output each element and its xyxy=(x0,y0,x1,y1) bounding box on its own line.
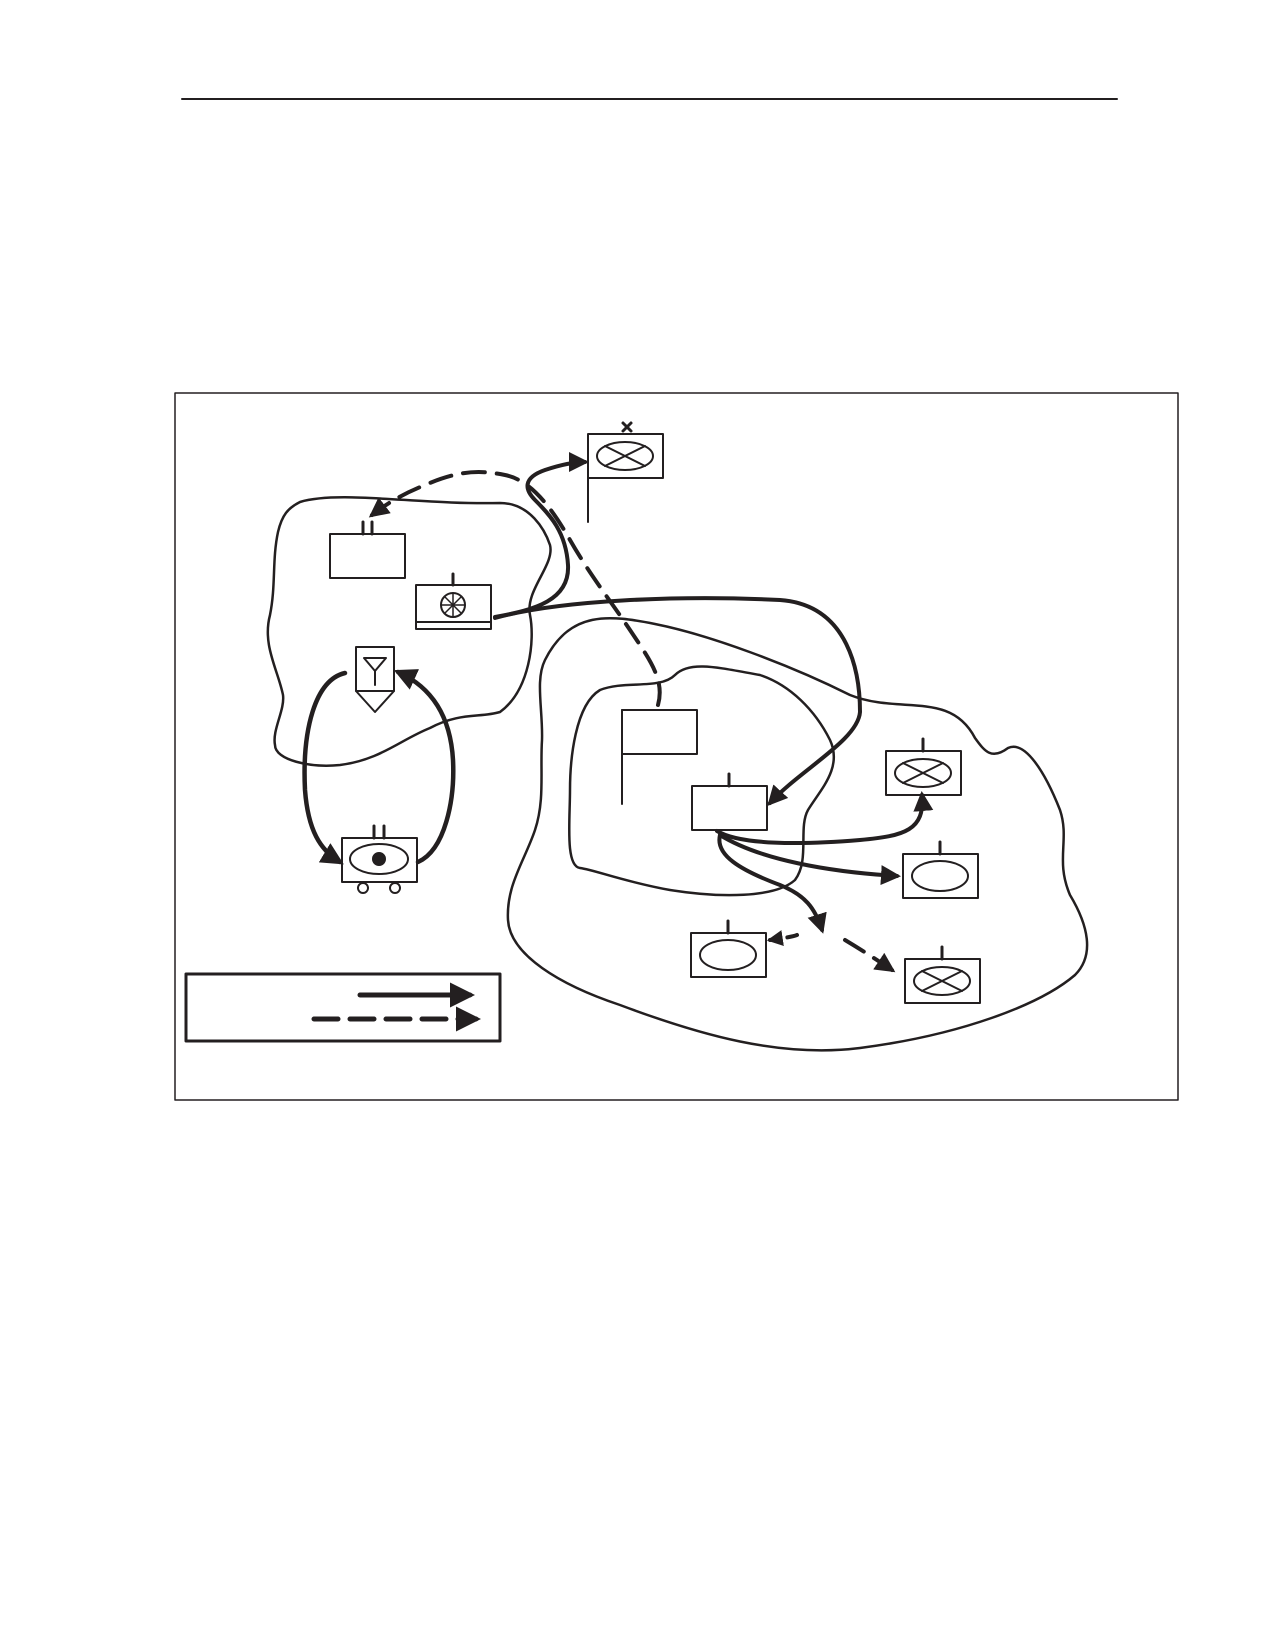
tracked-radar-symbol xyxy=(341,824,418,894)
inner-area-boundary xyxy=(567,665,836,897)
unit-symbol xyxy=(329,520,406,579)
dashed-arrow-1 xyxy=(368,470,662,707)
solid-arrow-3 xyxy=(302,670,348,865)
solid-arrow-7 xyxy=(717,833,827,934)
command-post-flag-symbol xyxy=(621,709,698,805)
solid-arrow-6 xyxy=(718,833,901,886)
observation-post-symbol xyxy=(587,421,664,523)
signal-unit-symbol xyxy=(690,919,767,978)
signal-unit-symbol xyxy=(902,840,979,899)
solid-arrow-4 xyxy=(393,669,456,865)
solid-arrow-2 xyxy=(493,596,862,806)
dashed-arrow-2 xyxy=(766,930,799,946)
infantry-unit-symbol xyxy=(885,737,962,796)
unit-symbol xyxy=(691,772,768,831)
right-area-boundary xyxy=(506,616,1089,1052)
diagram-frame xyxy=(174,392,1179,1101)
engineer-unit-symbol xyxy=(415,572,492,630)
radio-unit-symbol xyxy=(355,646,395,713)
legend-box xyxy=(184,972,502,1043)
infantry-unit-symbol xyxy=(904,945,981,1004)
solid-arrow-1 xyxy=(493,452,589,619)
dashed-arrow-3 xyxy=(843,938,896,973)
solid-arrow-5 xyxy=(715,791,934,846)
left-area-boundary xyxy=(266,496,552,767)
